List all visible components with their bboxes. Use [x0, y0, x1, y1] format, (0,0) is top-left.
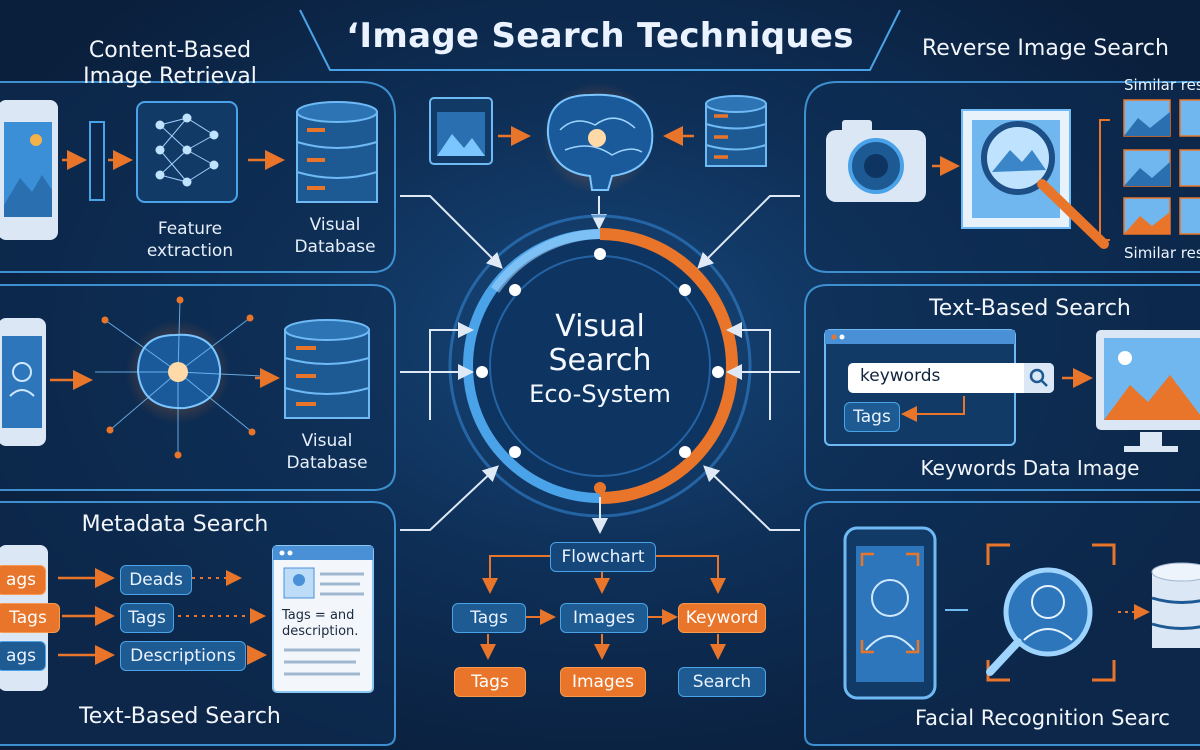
text-search-footer: Keywords Data Image — [920, 456, 1140, 480]
cbir-title-line2: Image Retrieval — [83, 64, 257, 89]
image-icon-top — [429, 97, 493, 165]
flowchart-node: Search — [678, 667, 766, 697]
similar-results-top: Similar res — [1124, 76, 1200, 94]
divider-bar-cbir — [89, 121, 105, 201]
metadata-chip: Tags — [120, 603, 174, 633]
metadata-chip: Descriptions — [120, 641, 246, 671]
face-magnifier-icon — [986, 543, 1116, 682]
cbir-title-line1: Content-Based — [88, 38, 252, 63]
phone-icon-face — [0, 318, 46, 446]
document-text: Tags = and description. — [282, 608, 368, 640]
page-title: ‘Image Search Techniques — [346, 16, 854, 56]
flowchart-node: Tags — [452, 603, 526, 633]
cbir-db-line1: Visual — [309, 215, 361, 235]
feature-extraction-label: Feature extraction — [130, 218, 250, 262]
neural-network-icon — [136, 101, 238, 203]
database-icon-cbir — [296, 101, 378, 203]
left-tag-chip: ags — [0, 641, 46, 671]
visual-db-line1: Visual — [301, 431, 353, 451]
metadata-footer: Text-Based Search — [79, 704, 281, 729]
database-icon-facial — [1151, 562, 1200, 648]
feature-line1: Feature — [157, 219, 223, 239]
flowchart-node: Images — [560, 667, 646, 697]
similar-results-bottom: Similar res — [1124, 244, 1200, 262]
left-tag-chip: Tags — [0, 603, 60, 633]
visual-db-label: Visual Database — [272, 430, 382, 474]
visual-db-line2: Database — [286, 453, 368, 473]
flowchart-root: Flowchart — [550, 542, 656, 572]
phone-icon-cbir — [0, 100, 58, 240]
cbir-title: Content-Based Image Retrieval — [20, 38, 320, 90]
similar-results-grid — [1123, 99, 1200, 235]
facial-footer: Facial Recognition Searc — [915, 706, 1170, 730]
center-line1: Visual — [555, 309, 645, 344]
phone-face-icon — [843, 526, 937, 700]
flowchart-node: Tags — [454, 667, 526, 697]
reverse-title: Reverse Image Search — [922, 36, 1169, 61]
metadata-chip: Deads — [120, 565, 192, 595]
keyword-value: keywords — [860, 366, 941, 386]
document-text-line1: Tags = and — [282, 608, 355, 623]
title-frame — [299, 9, 901, 71]
cbir-db-line2: Database — [294, 237, 376, 257]
flowchart-node: Keyword — [678, 603, 766, 633]
flowchart-node: Images — [560, 603, 648, 633]
keyword-search-input[interactable]: keywords — [848, 363, 1054, 393]
camera-icon — [826, 120, 926, 202]
metadata-title: Metadata Search — [81, 512, 269, 537]
center-label: Visual Search Eco-System — [470, 310, 730, 410]
central-ring — [448, 214, 752, 518]
center-line3: Eco-System — [529, 380, 671, 408]
document-icon — [272, 545, 374, 693]
center-line2: Search — [548, 343, 652, 378]
feature-line2: extraction — [146, 241, 234, 261]
magnifier-image-icon — [961, 109, 1109, 249]
brain-icon-top — [542, 82, 654, 194]
monitor-icon — [1096, 330, 1200, 452]
text-search-title: Text-Based Search — [929, 296, 1131, 321]
cbir-db-label: Visual Database — [280, 214, 390, 258]
tags-chip: Tags — [844, 402, 900, 432]
search-icon[interactable] — [1024, 363, 1054, 393]
brain-network-icon — [95, 296, 263, 459]
left-tag-chip: ags — [0, 565, 46, 595]
database-icon-top — [705, 95, 767, 167]
database-icon-visual — [284, 319, 370, 419]
document-text-line2: description. — [282, 624, 359, 639]
